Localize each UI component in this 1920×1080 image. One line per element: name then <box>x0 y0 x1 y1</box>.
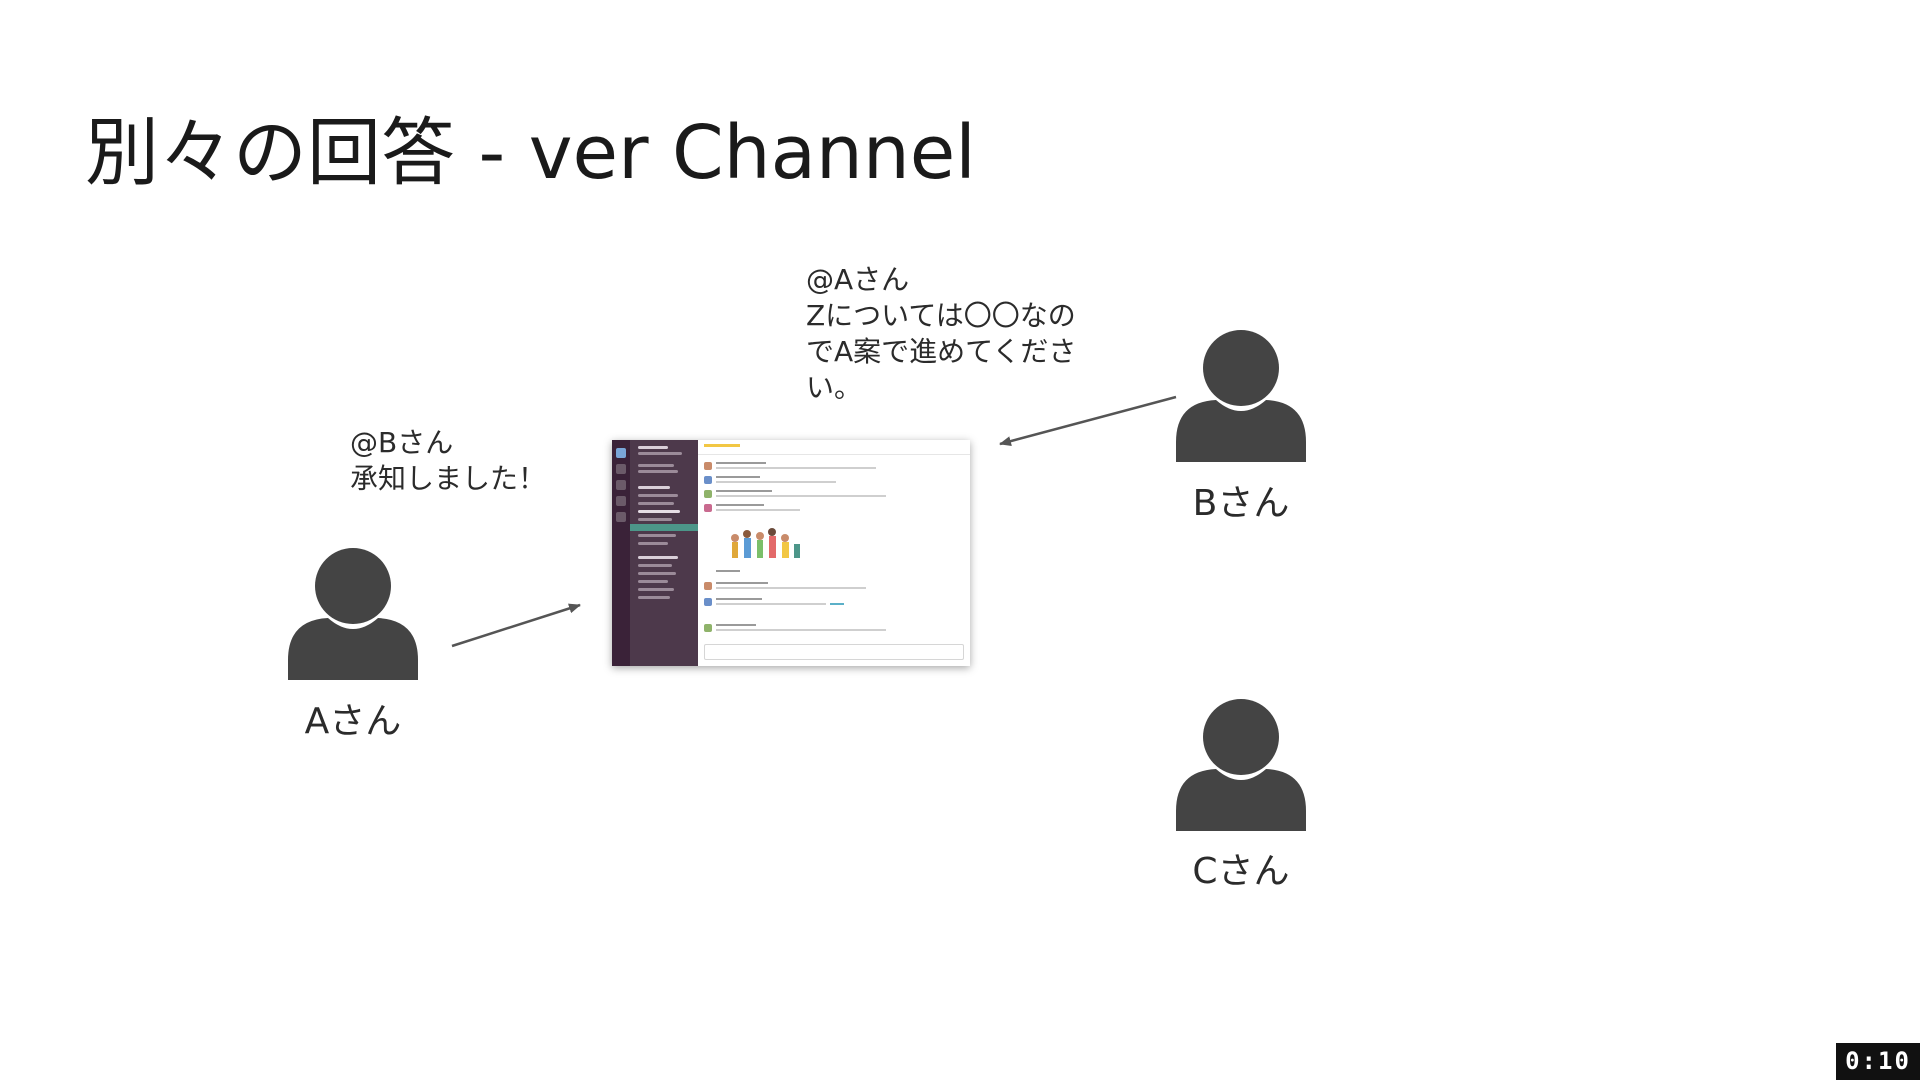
slack-message-pane <box>698 440 970 666</box>
message-from-a-line-1: @Bさん <box>350 426 454 459</box>
slack-sidebar <box>630 440 698 666</box>
person-b-icon <box>1176 330 1306 462</box>
slack-channel-header <box>698 440 970 455</box>
person-b-label: Bさん <box>1192 483 1290 524</box>
slack-message-input <box>704 644 964 660</box>
message-from-b-line-4: い。 <box>806 371 863 404</box>
slack-illustration <box>731 528 800 558</box>
slack-workspace-bar <box>612 440 630 666</box>
slack-channel-screenshot <box>612 440 970 666</box>
arrow-a-to-channel <box>451 603 581 648</box>
message-from-b-line-2: Zについては〇〇なの <box>806 299 1076 332</box>
person-a-icon <box>288 548 418 680</box>
person-c-icon <box>1176 699 1306 831</box>
message-from-b-line-1: @Aさん <box>806 263 910 296</box>
message-from-a-line-2: 承知しました！ <box>350 462 547 495</box>
person-c-label: Cさん <box>1192 851 1290 892</box>
message-from-a: @Bさん 承知しました！ <box>350 425 546 497</box>
slide-title: 別々の回答 - ver Channel <box>85 110 976 196</box>
message-from-b: @Aさん Zについては〇〇なの でA案で進めてくださ い。 <box>806 262 1076 406</box>
person-a-label: Aさん <box>304 701 402 742</box>
message-from-b-line-3: でA案で進めてくださ <box>806 335 1077 368</box>
video-timestamp: 0:10 <box>1836 1043 1920 1080</box>
